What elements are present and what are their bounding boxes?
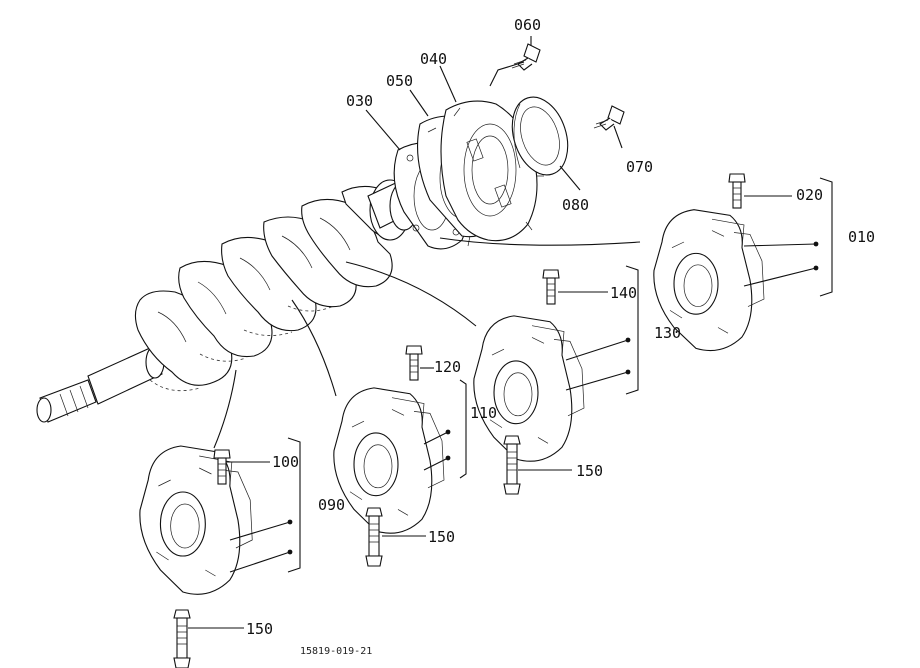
label-080: 080 xyxy=(562,196,589,214)
label-020: 020 xyxy=(796,186,823,204)
label-150-left: 150 xyxy=(246,620,273,638)
label-040: 040 xyxy=(420,50,447,68)
bearing-case-110 xyxy=(333,345,451,567)
crankshaft xyxy=(36,179,419,423)
label-110: 110 xyxy=(470,404,497,422)
bolt-060 xyxy=(511,43,541,71)
bolt-070 xyxy=(593,105,625,131)
assembly-lines xyxy=(213,237,641,449)
label-030: 030 xyxy=(346,92,373,110)
oil-seal-080 xyxy=(511,96,569,176)
part-labels: 060 040 050 030 070 080 020 010 140 130 … xyxy=(246,16,875,657)
brackets xyxy=(287,177,833,573)
label-010: 010 xyxy=(848,228,875,246)
label-150-right: 150 xyxy=(576,462,603,480)
label-060: 060 xyxy=(514,16,541,34)
leader-lines xyxy=(188,36,792,629)
bearing-case-090 xyxy=(139,445,293,668)
label-090: 090 xyxy=(318,496,345,514)
label-150-middle: 150 xyxy=(428,528,455,546)
label-120: 120 xyxy=(434,358,461,376)
bearing-case-130 xyxy=(473,269,631,495)
bearing-case-010 xyxy=(653,173,819,352)
drawing-code: 15819-019-21 xyxy=(300,646,372,657)
label-140: 140 xyxy=(610,284,637,302)
label-050: 050 xyxy=(386,72,413,90)
label-100: 100 xyxy=(272,453,299,471)
label-130: 130 xyxy=(654,324,681,342)
label-070: 070 xyxy=(626,158,653,176)
